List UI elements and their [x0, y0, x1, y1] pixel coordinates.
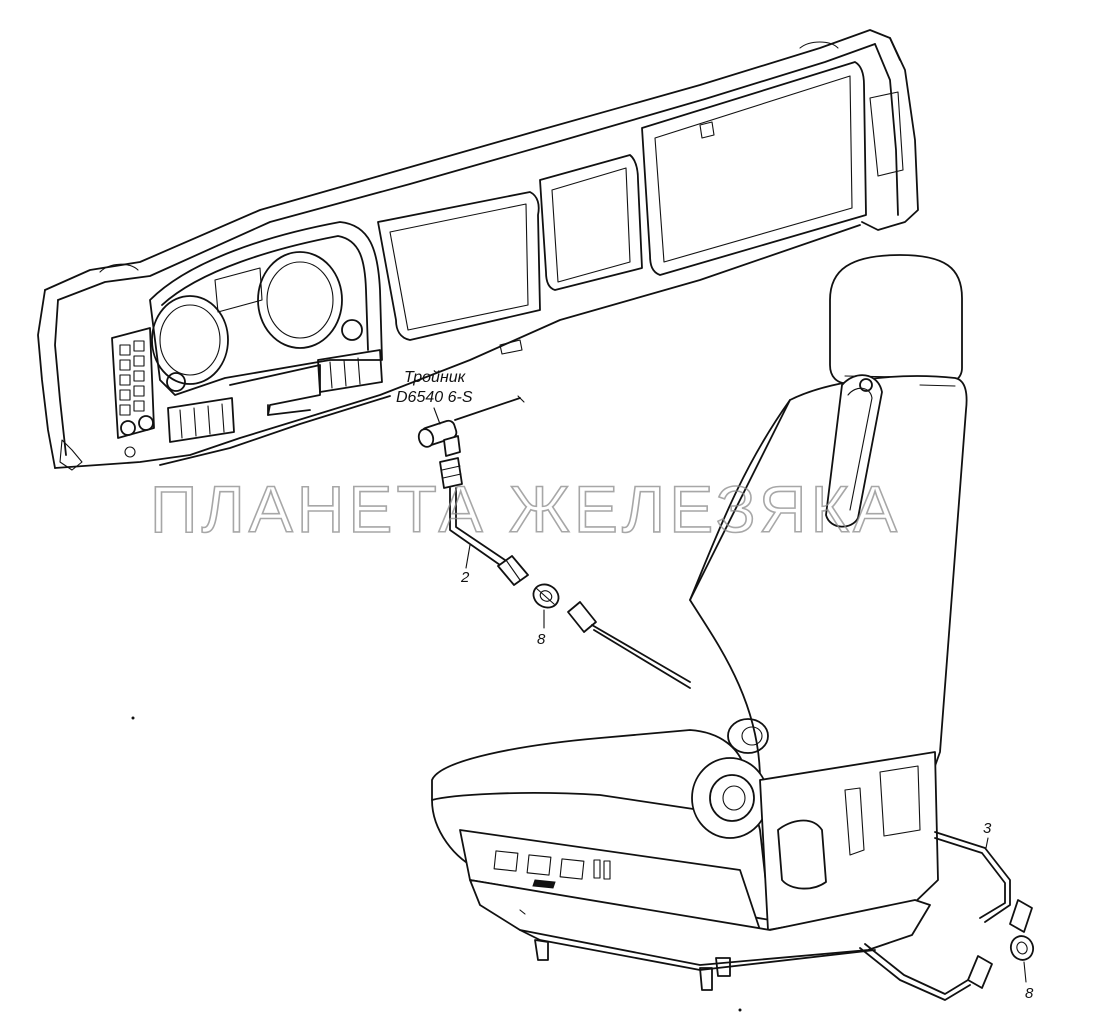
label-fitting-8-lower: 8	[1025, 985, 1034, 1002]
label-tube-3: 3	[983, 820, 992, 837]
scan-dot	[738, 1008, 742, 1012]
driver-seat	[431, 254, 968, 991]
tube-to-seat	[567, 601, 691, 689]
leader-tube-2	[465, 544, 471, 569]
dashboard-panel	[37, 29, 919, 471]
fitting-8-lower	[1009, 935, 1035, 961]
tube-lower-connector	[859, 943, 993, 1001]
tube-2	[439, 457, 529, 586]
leader-fitting-8-lower	[1023, 961, 1027, 983]
scan-dot	[131, 716, 135, 720]
fitting-8-upper	[532, 583, 560, 609]
tee-fitting	[417, 395, 525, 457]
label-fitting-8-upper: 8	[537, 631, 546, 648]
tee-callout-code: D6540 6-S	[396, 389, 473, 406]
leader-tube-3	[985, 837, 989, 849]
tube-3	[934, 831, 1033, 933]
label-tube-2: 2	[460, 569, 470, 586]
tee-leader-line	[433, 407, 441, 425]
tee-callout-name: Тройник	[404, 369, 467, 386]
watermark-text: ПЛАНЕТА ЖЕЛЕЗЯКА	[150, 472, 901, 546]
